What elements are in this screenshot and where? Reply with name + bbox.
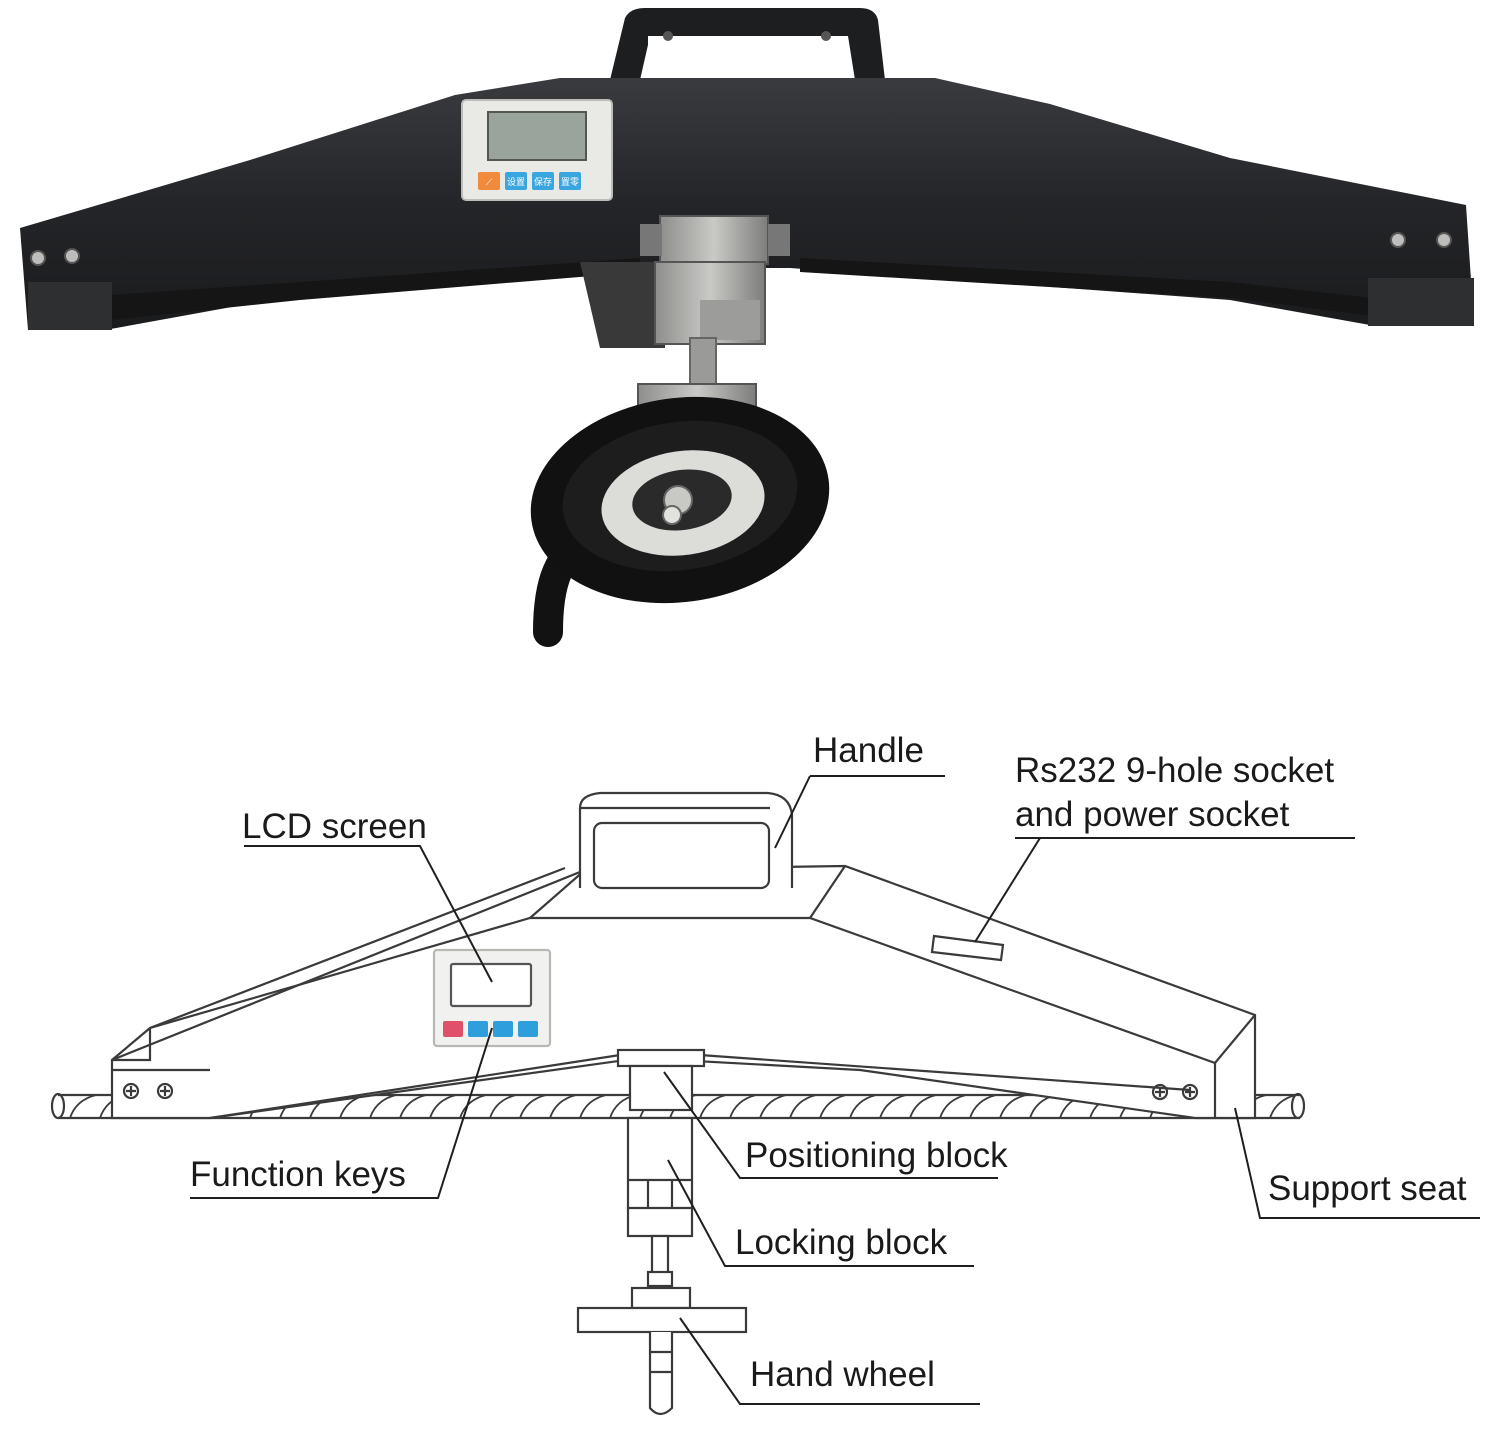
photo-key-4[interactable]	[559, 172, 581, 190]
locking-block-diagram	[626, 1116, 694, 1238]
rope-strand	[489, 1094, 517, 1119]
rope-strand	[789, 1094, 817, 1119]
label-support-seat: Support seat	[1268, 1169, 1467, 1208]
line-diagram	[50, 775, 1480, 1416]
display-panel-diagram	[432, 948, 552, 1048]
label-locking-block: Locking block	[735, 1223, 948, 1262]
photo-key-1[interactable]	[478, 172, 500, 190]
rope-strand	[399, 1094, 427, 1119]
socket-slot	[930, 934, 1005, 962]
rope-strand	[759, 1094, 787, 1119]
rope-strand	[429, 1094, 457, 1119]
diagram-screws	[122, 1082, 1199, 1101]
handle-diagram	[578, 791, 794, 890]
diagram-key-1[interactable]	[443, 1021, 463, 1037]
main-beam	[20, 78, 1474, 330]
rope-strand	[879, 1094, 907, 1119]
display-panel: ⟋ 设置 保存 置零	[461, 99, 613, 201]
rope-strand	[549, 1094, 577, 1119]
center-assembly-diagram	[576, 1048, 748, 1416]
hand-wheel-photo	[530, 396, 830, 604]
hand-wheel-diagram	[576, 1306, 748, 1334]
handle	[610, 8, 885, 80]
rope-strand	[69, 1094, 97, 1119]
diagram-key-3[interactable]	[493, 1021, 513, 1037]
label-positioning-block: Positioning block	[745, 1136, 1008, 1175]
photo-key-3[interactable]	[532, 172, 554, 190]
support-seat-right	[1368, 278, 1474, 326]
rope-strand	[729, 1094, 757, 1119]
label-rs232-line2: and power socket	[1015, 795, 1290, 834]
tension-meter-photo: ⟋ 设置 保存 置零	[20, 8, 1474, 647]
rope-strand	[969, 1094, 997, 1119]
photo-key-4-label: 置零	[561, 177, 579, 188]
positioning-block	[659, 215, 769, 265]
rope-strand	[369, 1094, 397, 1119]
label-hand-wheel: Hand wheel	[750, 1355, 935, 1394]
rope-strand	[699, 1094, 727, 1119]
leader-lines	[190, 775, 1480, 1405]
photo-key-1-label: ⟋	[486, 178, 493, 188]
photo-key-3-label: 保存	[534, 176, 552, 188]
screws	[30, 232, 1452, 266]
photo-key-2[interactable]	[505, 172, 527, 190]
label-lcd-screen: LCD screen	[242, 807, 427, 846]
rope-strand	[849, 1094, 877, 1119]
rope-strand	[579, 1094, 607, 1119]
diagram-labels: Handle Rs232 9-hole socket and power soc…	[190, 731, 1467, 1394]
rope-strand	[909, 1094, 937, 1119]
diagram-key-4[interactable]	[518, 1021, 538, 1037]
lcd-screen	[487, 111, 587, 161]
rope-strand	[1269, 1094, 1297, 1119]
rope-strand	[819, 1094, 847, 1119]
diagram-key-2[interactable]	[468, 1021, 488, 1037]
support-seat-left	[28, 282, 112, 330]
rope-strand	[939, 1094, 967, 1119]
label-function-keys: Function keys	[190, 1155, 406, 1194]
lcd-screen-diagram	[449, 962, 533, 1008]
label-handle: Handle	[813, 731, 924, 770]
rope-strand	[999, 1094, 1027, 1119]
photo-key-2-label: 设置	[507, 177, 525, 188]
rope-strand	[459, 1094, 487, 1119]
label-rs232-line1: Rs232 9-hole socket	[1015, 751, 1334, 790]
positioning-block-diagram	[616, 1048, 706, 1068]
rope-strand	[519, 1094, 547, 1119]
